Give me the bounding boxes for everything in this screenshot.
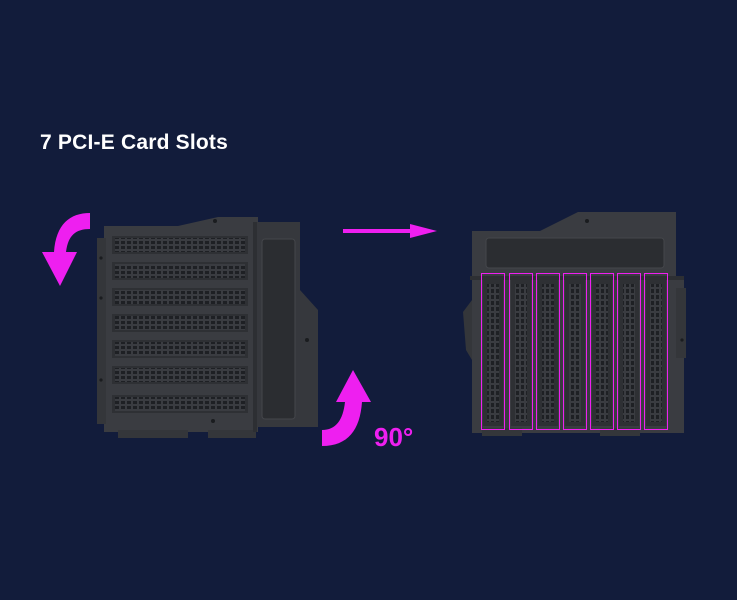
slot-col-3 — [536, 273, 560, 430]
curved-arrow-down-icon — [42, 213, 90, 286]
horizontal-bracket — [97, 217, 318, 438]
slot-col-6 — [617, 273, 641, 430]
slot-col-4 — [563, 273, 587, 430]
vertical-bracket — [463, 212, 686, 436]
slot-row-7 — [112, 395, 248, 413]
slot-row-3 — [112, 288, 248, 306]
slot-row-1 — [112, 236, 248, 254]
slot-row-4 — [112, 314, 248, 332]
rotation-angle-label: 90° — [374, 422, 414, 452]
slot-row-6 — [112, 366, 248, 384]
slot-col-2 — [509, 273, 533, 430]
slot-row-2 — [112, 262, 248, 280]
slot-col-5 — [590, 273, 614, 430]
slot-col-7 — [644, 273, 668, 430]
slot-col-1 — [481, 273, 505, 430]
page-title: 7 PCI-E Card Slots — [40, 131, 228, 154]
arrow-right-icon — [343, 224, 437, 238]
slot-row-5 — [112, 340, 248, 358]
curved-arrow-up-icon — [322, 370, 371, 446]
